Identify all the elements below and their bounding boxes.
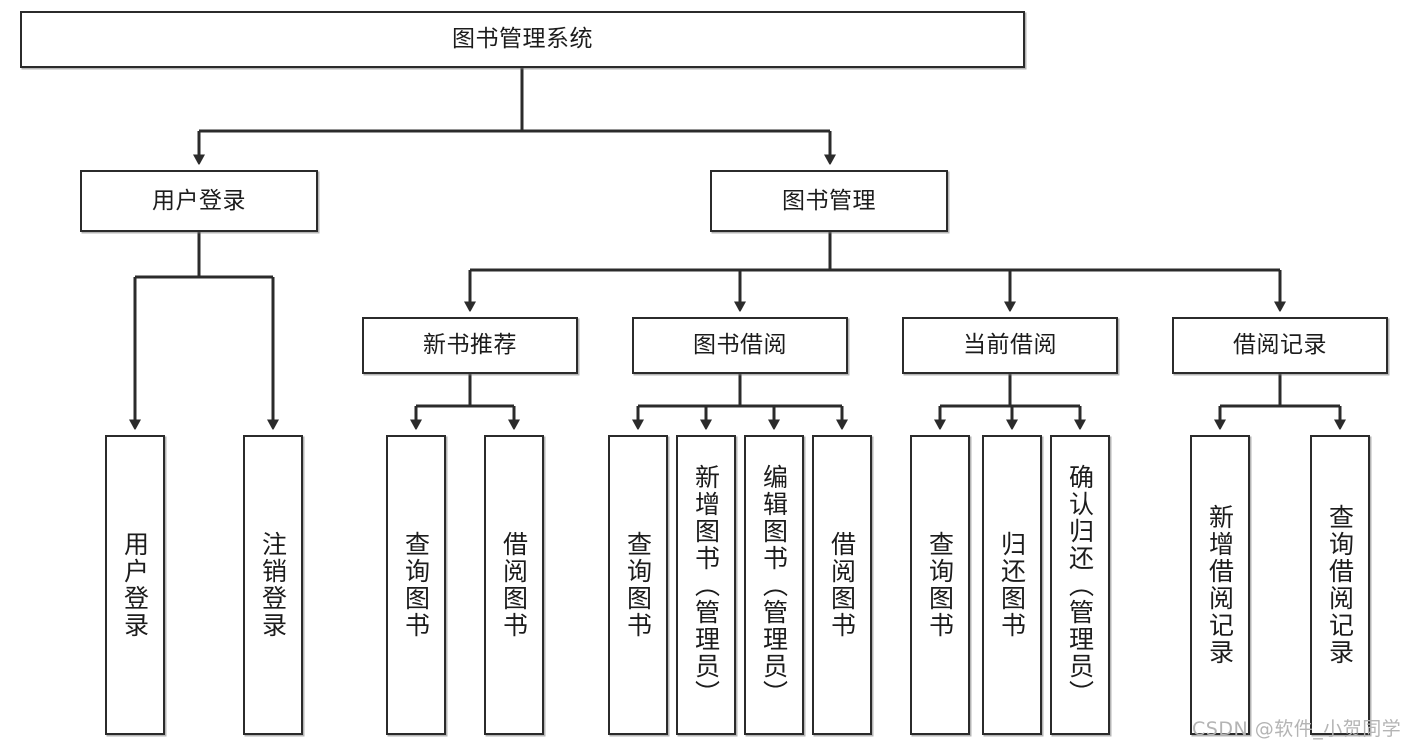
node-leaf-edit-book[interactable]: 编辑图书（管理员） [744, 435, 804, 735]
node-leaf-query-record-label: 查询借阅记录 [1325, 504, 1355, 666]
node-book-borrow[interactable]: 图书借阅 [632, 317, 848, 374]
node-leaf-logout-label: 注销登录 [258, 531, 288, 639]
node-user-login-label: 用户登录 [152, 187, 246, 214]
node-leaf-query-book-cur-label: 查询图书 [925, 531, 955, 639]
node-leaf-add-book[interactable]: 新增图书（管理员） [676, 435, 736, 735]
node-leaf-query-book-borrow[interactable]: 查询图书 [608, 435, 668, 735]
node-leaf-query-record[interactable]: 查询借阅记录 [1310, 435, 1370, 735]
node-leaf-logout[interactable]: 注销登录 [243, 435, 303, 735]
node-leaf-add-record-label: 新增借阅记录 [1205, 504, 1235, 666]
node-root-system-label: 图书管理系统 [452, 26, 593, 53]
node-book-manage-label: 图书管理 [782, 187, 876, 214]
node-leaf-borrow-book-label: 借阅图书 [827, 531, 857, 639]
node-current-borrow[interactable]: 当前借阅 [902, 317, 1118, 374]
node-leaf-query-book-rec[interactable]: 查询图书 [386, 435, 446, 735]
node-leaf-add-record[interactable]: 新增借阅记录 [1190, 435, 1250, 735]
node-book-borrow-label: 图书借阅 [693, 332, 787, 359]
node-leaf-return-book[interactable]: 归还图书 [982, 435, 1042, 735]
node-leaf-borrow-book-rec[interactable]: 借阅图书 [484, 435, 544, 735]
node-leaf-query-book-rec-label: 查询图书 [401, 531, 431, 639]
node-leaf-user-login-label: 用户登录 [120, 531, 150, 639]
node-leaf-return-book-label: 归还图书 [997, 531, 1027, 639]
node-leaf-add-book-label: 新增图书（管理员） [691, 463, 721, 707]
node-book-manage[interactable]: 图书管理 [710, 170, 948, 232]
node-current-borrow-label: 当前借阅 [963, 332, 1057, 359]
node-leaf-confirm-return-label: 确认归还（管理员） [1065, 463, 1095, 707]
node-new-book-recommend-label: 新书推荐 [423, 332, 517, 359]
node-leaf-edit-book-label: 编辑图书（管理员） [759, 463, 789, 707]
node-leaf-query-book-cur[interactable]: 查询图书 [910, 435, 970, 735]
node-leaf-confirm-return[interactable]: 确认归还（管理员） [1050, 435, 1110, 735]
node-borrow-record-label: 借阅记录 [1233, 332, 1327, 359]
node-leaf-user-login[interactable]: 用户登录 [105, 435, 165, 735]
node-borrow-record[interactable]: 借阅记录 [1172, 317, 1388, 374]
node-leaf-borrow-book-rec-label: 借阅图书 [499, 531, 529, 639]
node-leaf-borrow-book[interactable]: 借阅图书 [812, 435, 872, 735]
node-user-login[interactable]: 用户登录 [80, 170, 318, 232]
node-new-book-recommend[interactable]: 新书推荐 [362, 317, 578, 374]
node-leaf-query-book-borrow-label: 查询图书 [623, 531, 653, 639]
node-root-system[interactable]: 图书管理系统 [20, 11, 1025, 68]
